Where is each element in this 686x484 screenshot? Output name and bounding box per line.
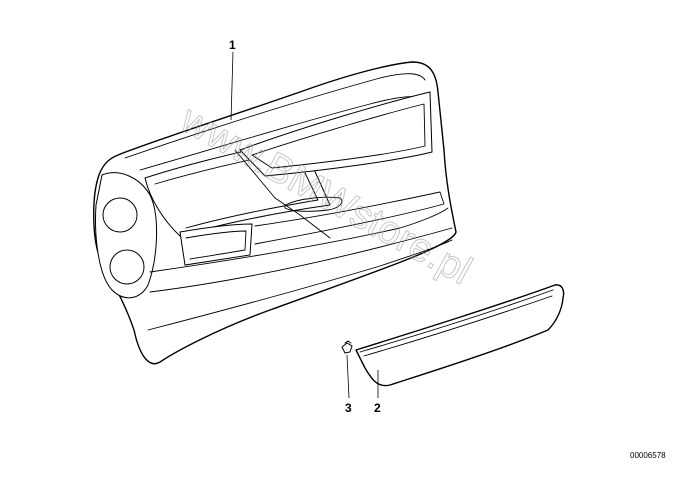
callout-2-label: 2 [374,401,381,415]
armrest-pocket [239,91,433,177]
top-edge-line [124,73,426,159]
lower-speaker-icon [109,249,145,285]
callout-1-label: 1 [229,38,236,52]
armrest-pocket-inner [251,103,426,169]
map-pocket-inner [185,230,247,260]
clip-body [341,342,353,354]
clip-head [344,340,352,344]
lower-trim-strip [355,284,565,387]
trim-strip-outline [355,284,565,387]
grab-handle [284,196,343,212]
part-number: 00006578 [630,451,666,460]
bottom-edge-line [147,239,453,331]
door-handle-line [234,149,331,239]
trim-strip-inner [363,295,553,357]
clip-fastener [341,340,353,354]
leader-line-1 [230,51,234,121]
upper-speaker-icon [102,197,138,233]
callout-3-label: 3 [345,401,352,415]
leader-line-3 [346,354,350,399]
mid-trim-line [149,207,449,273]
map-pocket [179,223,253,266]
door-trim-panel [93,61,457,365]
mid-trim-line-2 [254,191,445,245]
kick-panel-line [149,227,453,293]
upper-inlay-inner [154,149,319,229]
trim-strip-edge [359,289,554,353]
